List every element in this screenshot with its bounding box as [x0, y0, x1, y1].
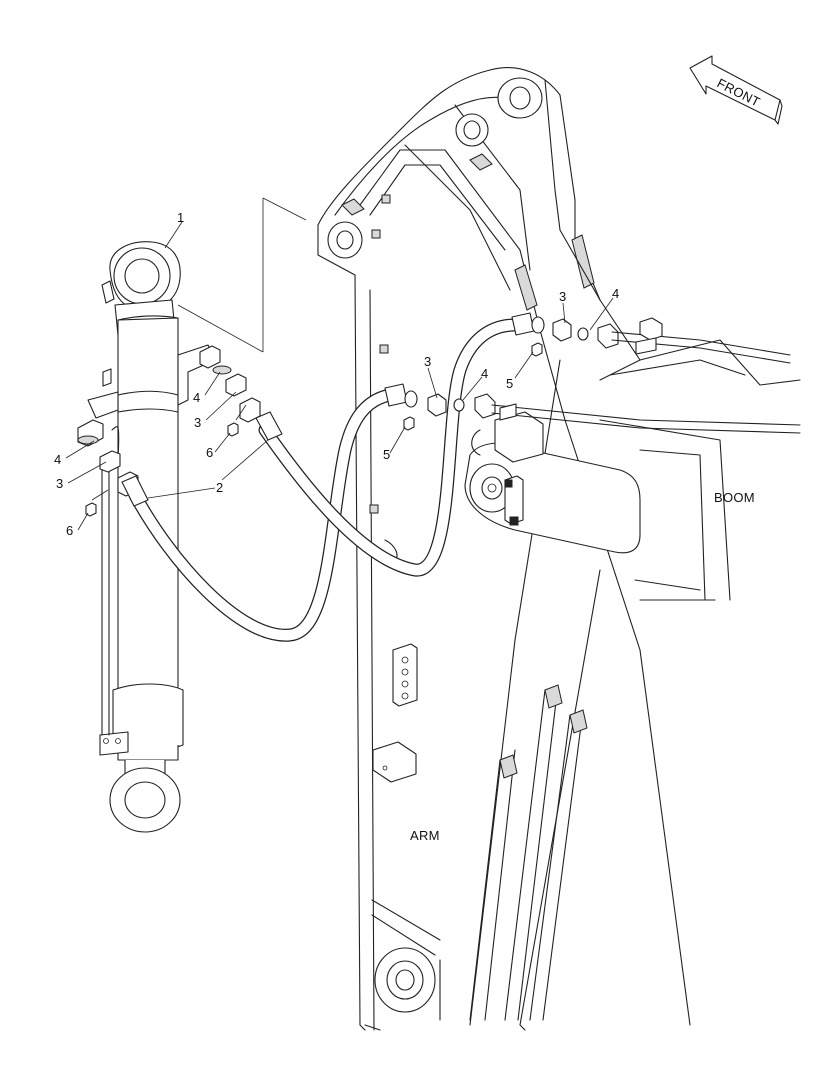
callout-4: 4: [54, 452, 61, 467]
callout-4: 4: [193, 390, 200, 405]
callout-1: 1: [177, 210, 184, 225]
callout-5: 5: [383, 447, 390, 462]
callout-2: 2: [216, 480, 223, 495]
callout-5: 5: [506, 376, 513, 391]
boom-structure: BOOM: [464, 339, 801, 601]
callout-labels: 1 2 3 3 3 3 4 4 4 4 5 5 6 6: [54, 210, 619, 538]
leader-lines: [65, 197, 614, 531]
callout-6: 6: [66, 523, 73, 538]
arm-plate-block: [392, 643, 418, 707]
callout-4: 4: [481, 366, 488, 381]
arm-pad-block: [372, 741, 417, 783]
front-direction-arrow: FRONT: [689, 55, 783, 125]
callout-3: 3: [424, 354, 431, 369]
callout-4: 4: [612, 286, 619, 301]
callout-6: 6: [206, 445, 213, 460]
callout-3: 3: [559, 289, 566, 304]
hose-assemblies: [121, 312, 535, 642]
arm-cylinder: [87, 241, 216, 833]
boom-line-fittings: [403, 316, 801, 434]
callout-3: 3: [56, 476, 63, 491]
callout-3: 3: [194, 415, 201, 430]
boom-label: BOOM: [714, 490, 755, 505]
arm-label: ARM: [410, 828, 440, 843]
